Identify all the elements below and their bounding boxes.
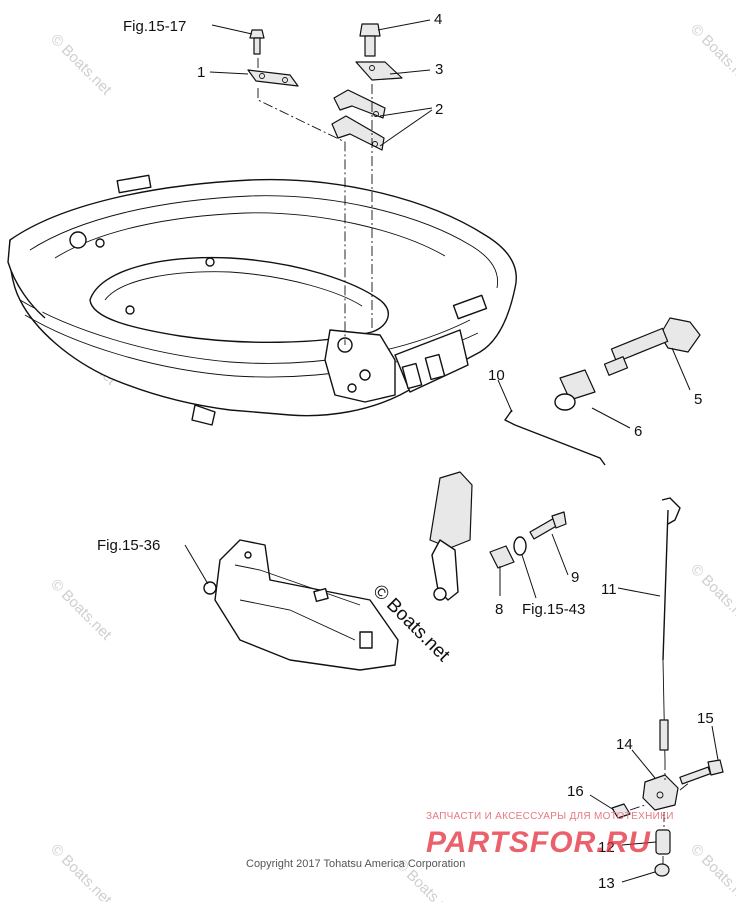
watermark-1: © Boats.net xyxy=(47,31,115,99)
watermark-5: © Boats.net xyxy=(47,576,115,644)
part-12-collar xyxy=(655,829,671,855)
lower-pan xyxy=(203,539,399,671)
part-13-nut xyxy=(654,863,670,877)
part-7-lever xyxy=(429,471,473,601)
background-watermarks: © Boats.net © Boats.net © Boats.net © Bo… xyxy=(47,21,736,907)
part-15-bolt xyxy=(679,759,724,785)
callout-6: 6 xyxy=(634,423,642,440)
watermark-6: © Boats.net xyxy=(687,561,736,629)
callout-3: 3 xyxy=(435,61,443,78)
part-16-nut xyxy=(611,803,631,819)
callout-9: 9 xyxy=(571,569,579,586)
part-2-brackets xyxy=(331,89,386,151)
callout-1: 1 xyxy=(197,64,205,81)
callout-12: 12 xyxy=(598,839,615,856)
part-11-rod xyxy=(659,497,681,761)
callout-4: 4 xyxy=(434,11,442,28)
partsfor-branding: ЗАПЧАСТИ И АКСЕССУАРЫ ДЛЯ МОТОТЕХНИКИ PA… xyxy=(426,811,674,859)
watermark-7: © Boats.net xyxy=(47,841,115,902)
part-5-switch xyxy=(603,317,701,376)
callout-2: 2 xyxy=(435,101,443,118)
part-14-joint xyxy=(642,774,679,811)
part-6-grommet xyxy=(554,369,596,411)
callout-13: 13 xyxy=(598,875,615,892)
ref-fig-15-36: Fig.15-36 xyxy=(97,537,160,554)
part-8-collar xyxy=(489,545,515,569)
part-9-bolt xyxy=(529,511,567,540)
part-4-bolt xyxy=(359,23,381,57)
watermark-2: © Boats.net xyxy=(687,21,736,89)
bottom-cowl xyxy=(7,174,517,426)
callout-8: 8 xyxy=(495,601,503,618)
callout-16: 16 xyxy=(567,783,584,800)
partsfor-tagline: ЗАПЧАСТИ И АКСЕССУАРЫ ДЛЯ МОТОТЕХНИКИ xyxy=(426,811,674,822)
callout-11: 11 xyxy=(601,581,617,598)
partsfor-logo: PARTSFOR.RU xyxy=(426,826,651,859)
callout-labels: 1 2 3 4 5 6 9 8 10 11 12 13 14 15 16 xyxy=(197,11,714,892)
ref-fig-15-17: Fig.15-17 xyxy=(123,18,186,35)
callout-10: 10 xyxy=(488,367,505,384)
part-1-plate xyxy=(247,69,299,87)
ref-fig-15-43: Fig.15-43 xyxy=(522,601,585,618)
callout-5: 5 xyxy=(694,391,702,408)
figure-references: Fig.15-17 Fig.15-36 Fig.15-43 xyxy=(97,18,585,618)
callout-14: 14 xyxy=(616,736,633,753)
callout-15: 15 xyxy=(697,710,714,727)
part-10-rod xyxy=(504,409,606,466)
copyright-text: Copyright 2017 Tohatsu America Corporati… xyxy=(246,858,465,870)
fig15-43-washer xyxy=(513,536,527,556)
watermark-9: © Boats.net xyxy=(687,841,736,902)
part-3-clip xyxy=(355,61,403,81)
leader-lines xyxy=(184,19,719,883)
fig15-17-bolt xyxy=(249,29,265,55)
